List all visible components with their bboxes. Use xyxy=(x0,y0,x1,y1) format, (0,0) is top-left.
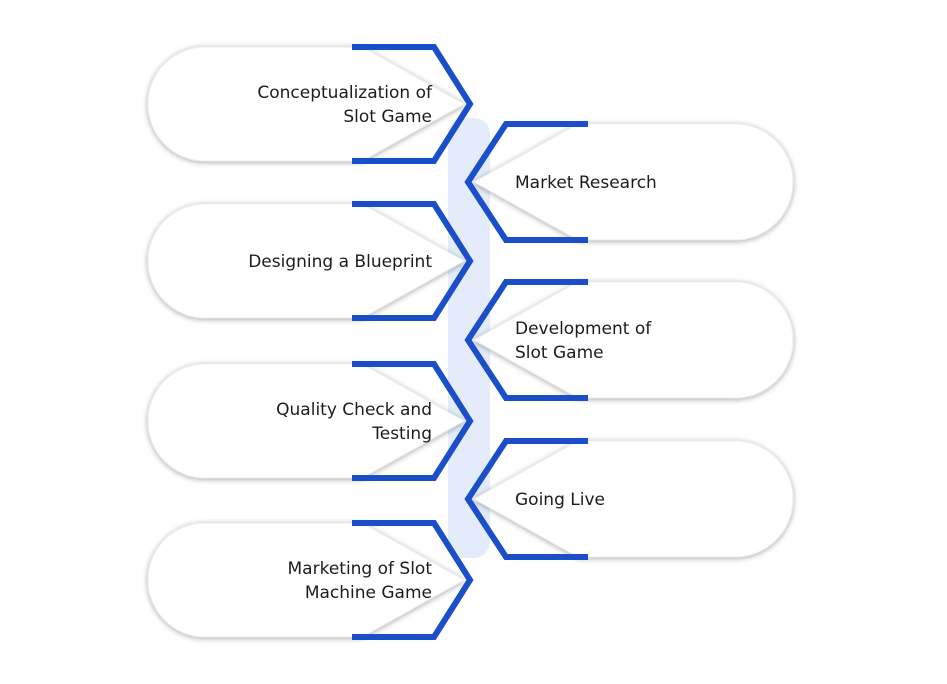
step-label-line: Testing xyxy=(371,424,432,444)
chevron-arrow-icon xyxy=(464,121,588,243)
step-pill xyxy=(472,440,794,558)
step-label-line: Slot Game xyxy=(515,343,604,363)
step-label-line: Market Research xyxy=(515,173,657,193)
step-label-line: Conceptualization of xyxy=(257,83,433,103)
process-step-6: Going Live xyxy=(464,438,794,560)
chevron-arrow-icon xyxy=(352,361,474,481)
step-pill xyxy=(147,203,466,319)
step-label-line: Going Live xyxy=(515,490,605,510)
process-step-4: Development of Slot Game xyxy=(464,279,794,401)
step-pill xyxy=(147,522,466,638)
step-label-line: Slot Game xyxy=(343,107,432,127)
step-label-line: Designing a Blueprint xyxy=(248,252,432,272)
step-label-line: Machine Game xyxy=(305,583,432,603)
chevron-arrow-icon xyxy=(352,520,474,640)
chevron-arrow-icon xyxy=(352,44,474,164)
chevron-arrow-icon xyxy=(464,438,588,560)
process-step-2: Market Research xyxy=(464,121,794,243)
step-label-line: Marketing of Slot xyxy=(288,559,433,579)
step-label-line: Development of xyxy=(515,319,652,339)
step-pill xyxy=(472,281,794,399)
step-label-line: Quality Check and xyxy=(276,400,432,420)
chevron-arrow-icon xyxy=(352,201,474,321)
process-step-3: Designing a Blueprint xyxy=(147,201,474,321)
chevron-arrow-icon xyxy=(464,279,588,401)
step-pill xyxy=(472,123,794,241)
step-pill xyxy=(147,46,466,162)
step-pill xyxy=(147,363,466,479)
process-step-1: Conceptualization of Slot Game xyxy=(147,44,474,164)
